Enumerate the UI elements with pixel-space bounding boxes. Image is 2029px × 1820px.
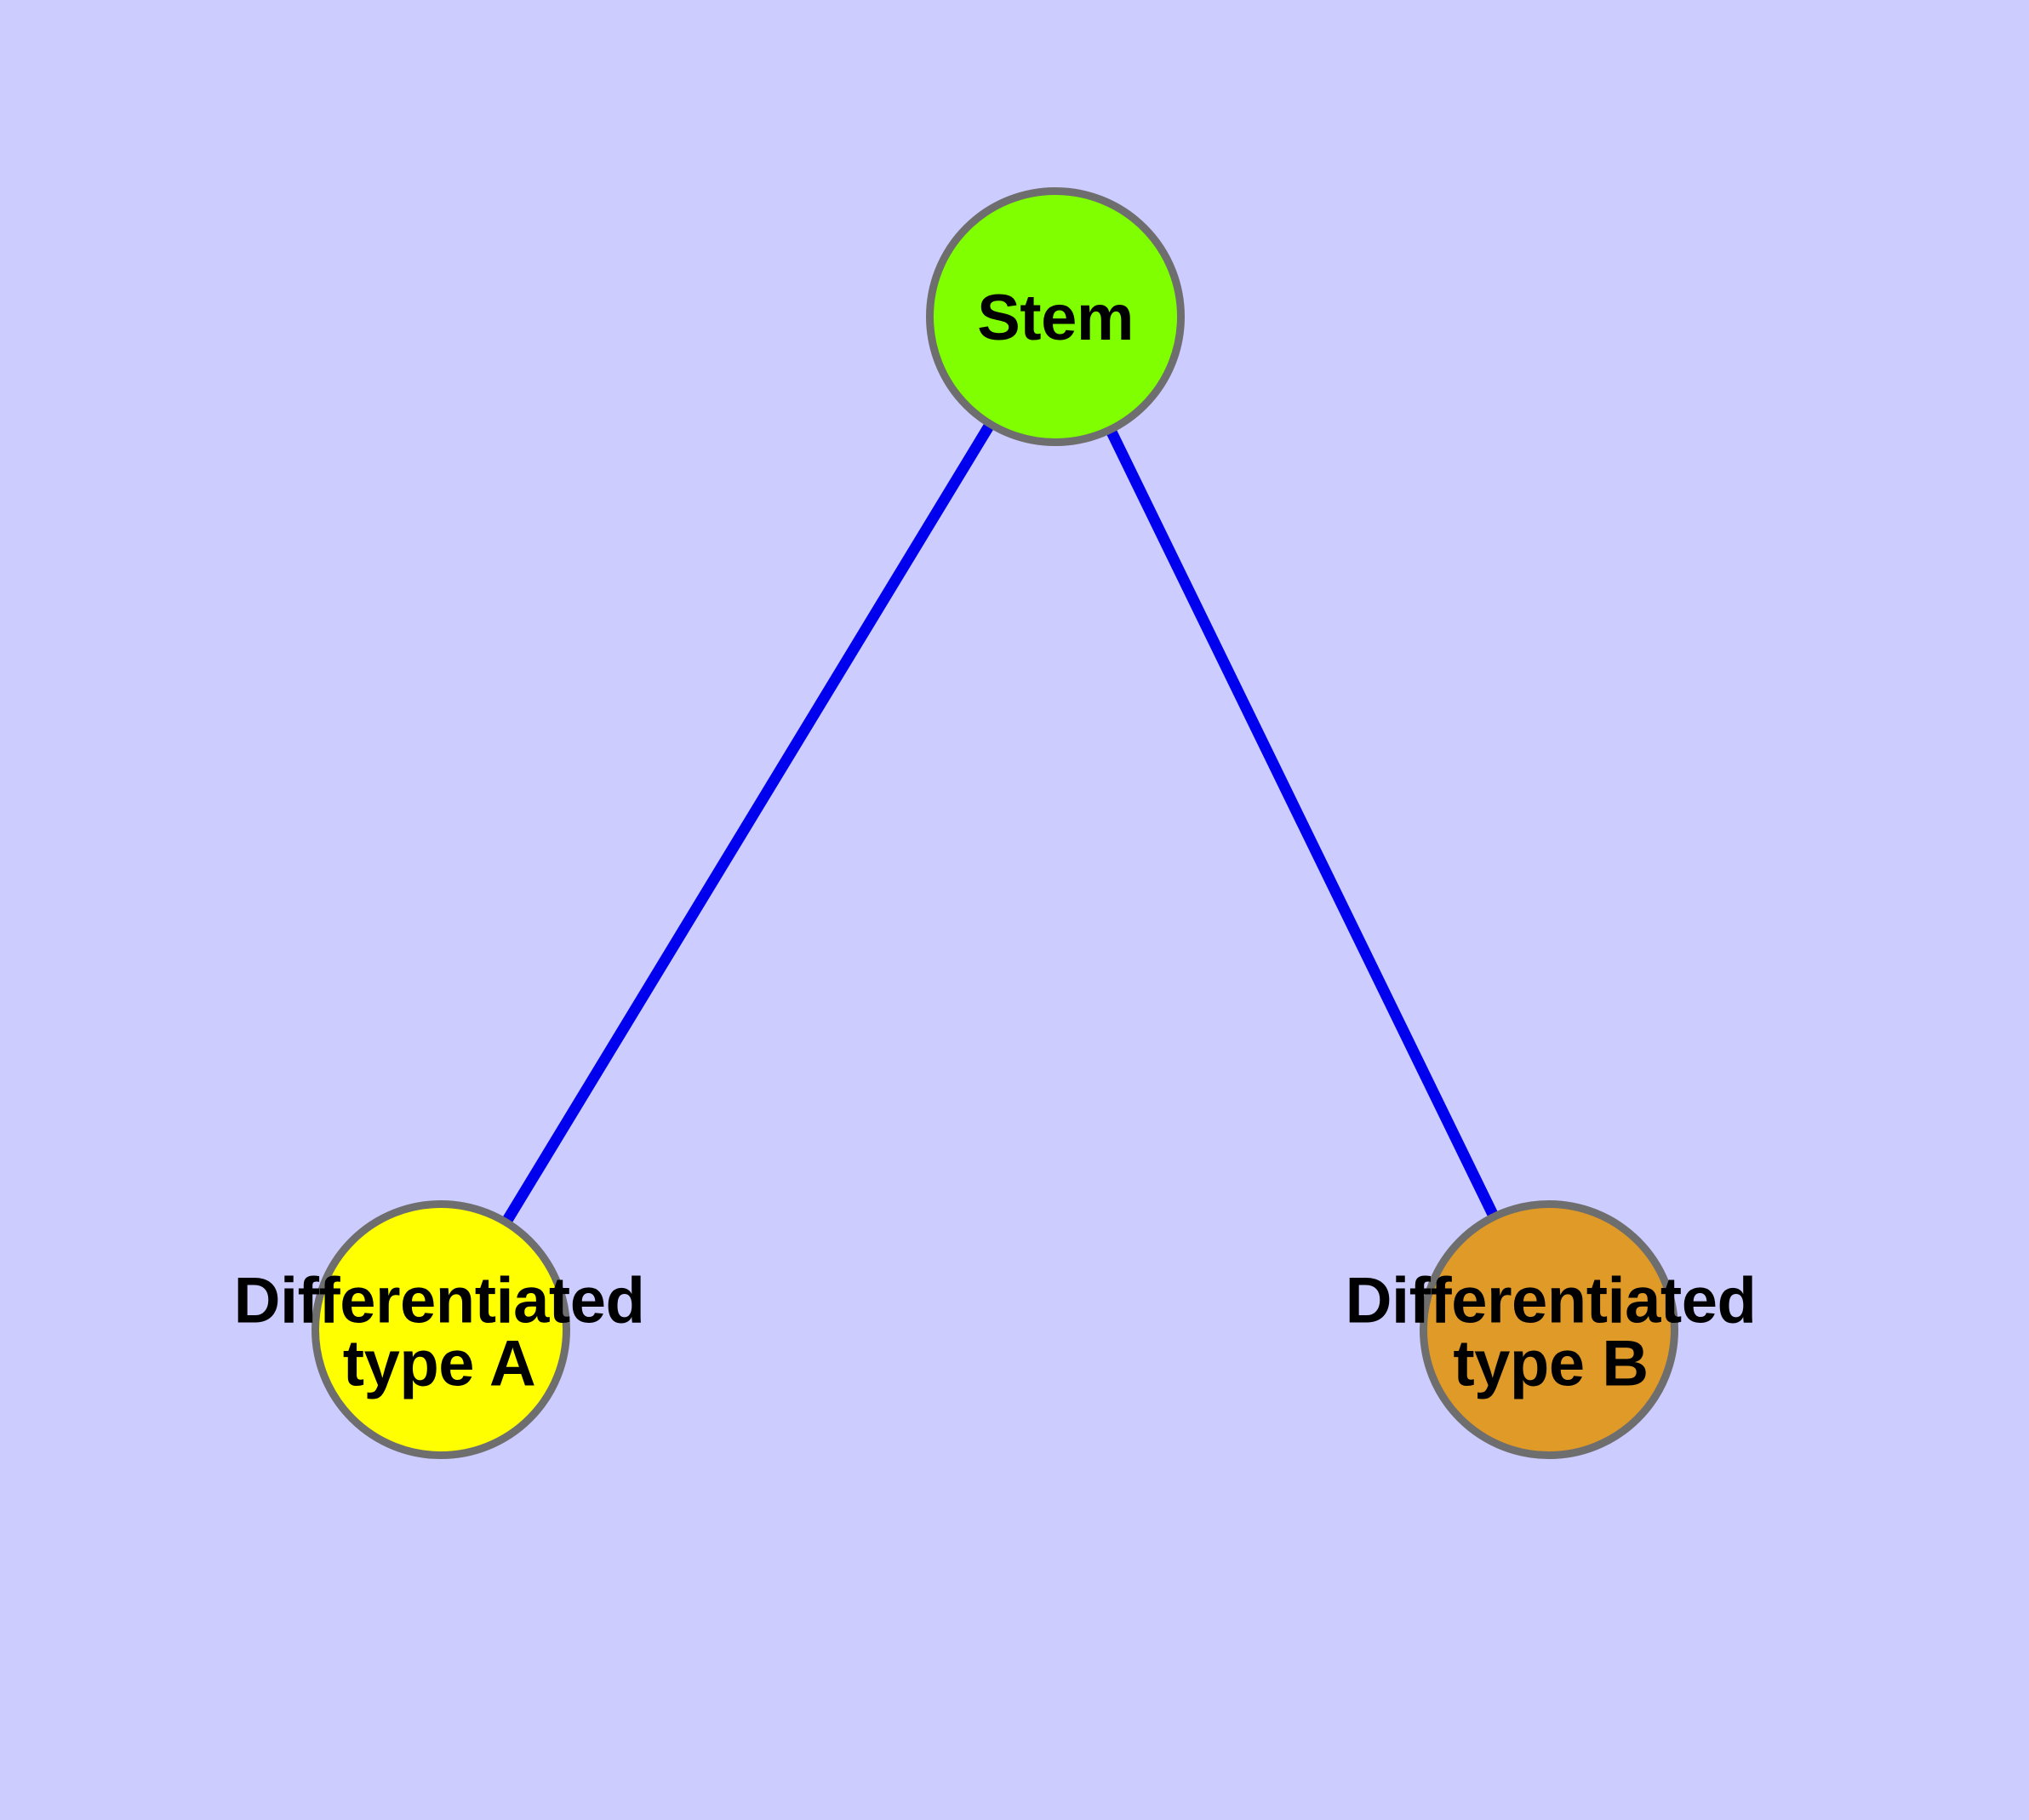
node-differentiated-type-b[interactable] <box>1420 1200 1678 1459</box>
node-differentiated-type-a[interactable] <box>311 1200 570 1459</box>
edge-group <box>436 313 1554 1333</box>
edge-stem-to-type-b[interactable] <box>1050 314 1554 1332</box>
node-stem[interactable] <box>926 187 1185 446</box>
node-group <box>311 187 1678 1459</box>
edge-stem-to-type-a[interactable] <box>436 313 1060 1333</box>
